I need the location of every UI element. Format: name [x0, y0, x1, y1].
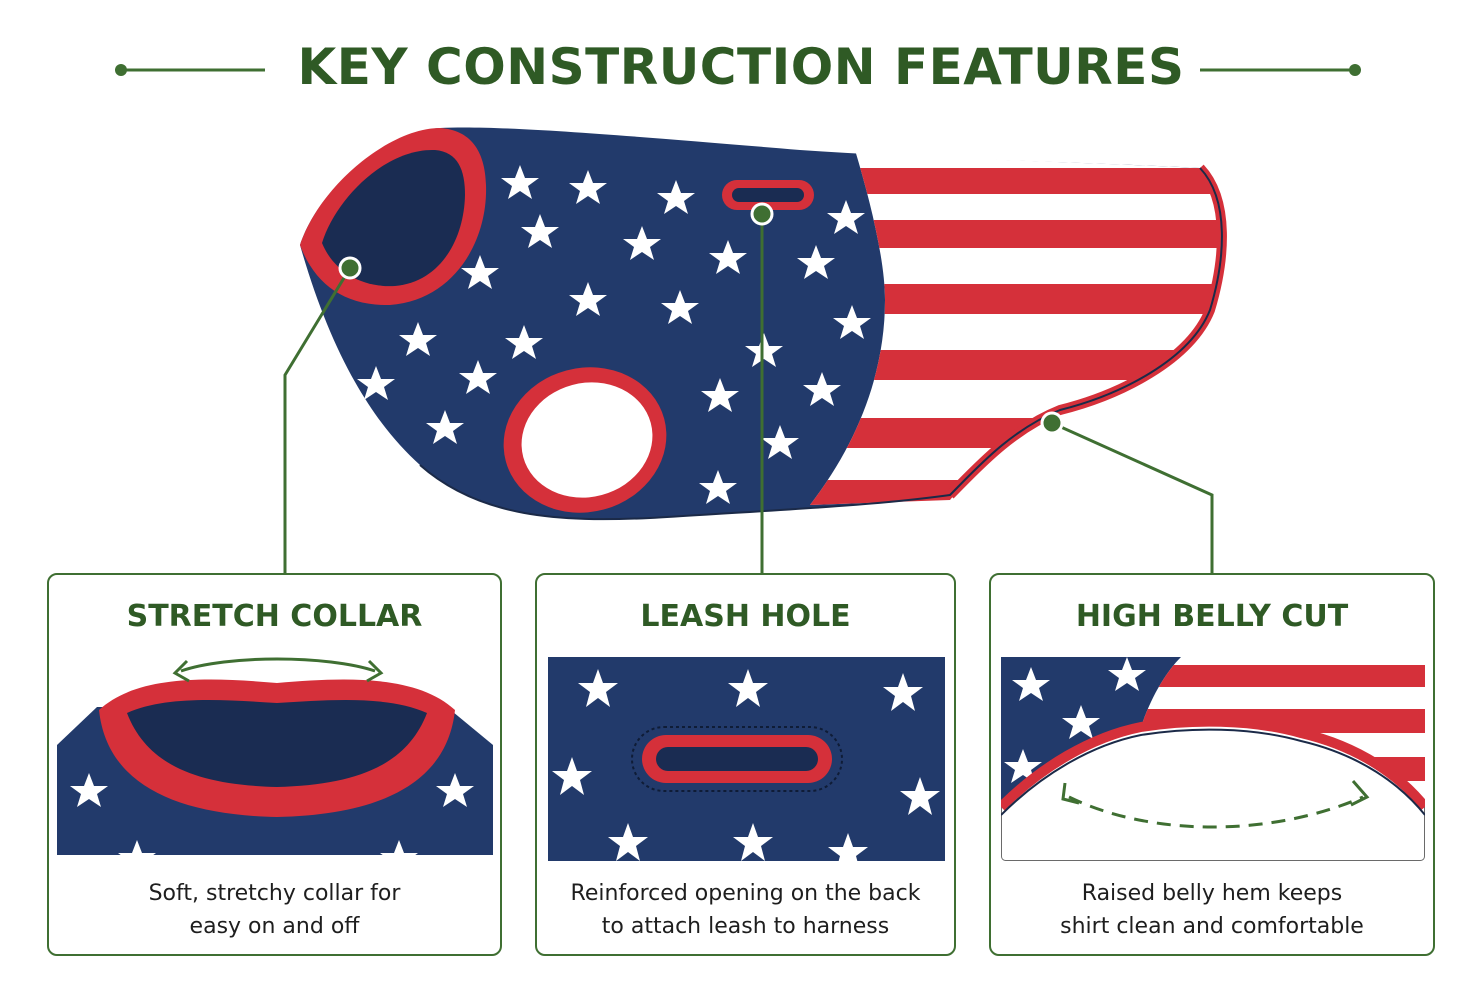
- shirt-stars: [357, 165, 871, 504]
- feature-card-high-belly-cut: HIGH BELLY CUT: [989, 573, 1435, 956]
- leash-hole-opening: [732, 188, 804, 202]
- feature-title: LEASH HOLE: [640, 599, 851, 634]
- stretch-arrow: [172, 657, 384, 683]
- leash-slot-stitch: [631, 726, 843, 792]
- collar-inner: [127, 700, 427, 787]
- belly-hem: [1001, 716, 1425, 811]
- collar-opening: [322, 149, 465, 287]
- belly-arrow: [1061, 780, 1370, 829]
- callout-dot-collar: [338, 256, 362, 280]
- title-rule-right-dot: [1349, 64, 1361, 76]
- feature-title: STRETCH COLLAR: [126, 599, 423, 634]
- leash-hole-detail: [548, 657, 945, 861]
- callout-line-belly: [1051, 421, 1214, 573]
- callout-line-collar: [283, 267, 352, 573]
- shirt-hem-edge: [419, 167, 1223, 521]
- page-title: KEY CONSTRUCTION FEATURES: [297, 38, 1185, 96]
- callout-dot-belly: [1040, 411, 1064, 435]
- feature-description: Reinforced opening on the back to attach…: [570, 881, 921, 939]
- feature-title: HIGH BELLY CUT: [1075, 599, 1349, 634]
- feature-description: Raised belly hem keeps shirt clean and c…: [1060, 881, 1364, 939]
- leash-slot-opening: [656, 747, 818, 771]
- callout-dot-leash: [750, 202, 774, 226]
- title-rule-left-dot: [115, 64, 127, 76]
- feature-card-stretch-collar: STRETCH COLLAR Soft, stretchy collar for: [47, 573, 502, 956]
- leg-hole-opening: [521, 382, 653, 498]
- feature-card-leash-hole: LEASH HOLE Reinforced opening on the bac…: [535, 573, 956, 956]
- stretch-collar-detail: [57, 657, 493, 855]
- feature-description: Soft, stretchy collar for easy on and of…: [148, 881, 401, 939]
- belly-cut-detail: [1001, 657, 1425, 861]
